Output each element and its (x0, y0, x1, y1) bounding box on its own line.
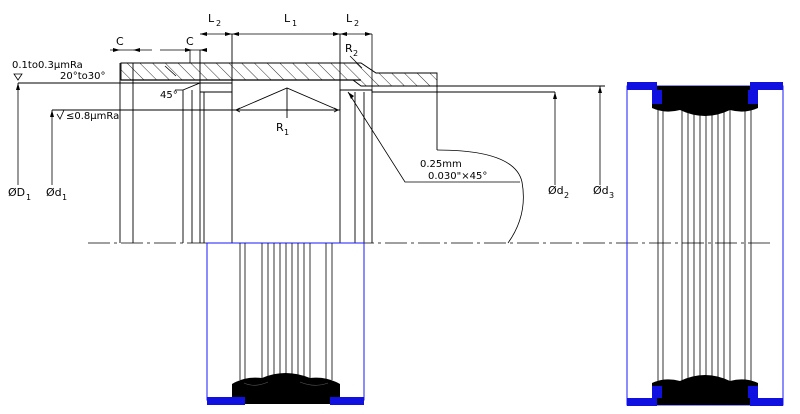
label-roughness-bottom: ≤0.8μmRa (66, 111, 119, 122)
lower-seal-assembly-left (206, 242, 365, 405)
seal-profile (234, 87, 340, 118)
label-dia-d3: Ød (593, 184, 609, 197)
label-l2-left: L (208, 12, 215, 25)
label-l2-right: L (346, 12, 353, 25)
dimension-lines (17, 33, 601, 244)
label-dia-d2: Ød (548, 184, 564, 197)
label-l2-left-sub: 2 (216, 19, 221, 28)
label-l2-right-sub: 2 (354, 19, 359, 28)
label-dia-d3-sub: 3 (609, 191, 614, 200)
label-c-right: C (186, 35, 194, 48)
label-c-left: C (116, 35, 124, 48)
label-dia-d1-sub: 1 (62, 193, 67, 202)
label-dia-D1-sub: 1 (26, 193, 31, 202)
label-r1-sub: 1 (284, 128, 289, 137)
label-dia-d2-sub: 2 (564, 191, 569, 200)
label-chamfer-angle: 45° (160, 90, 178, 101)
label-chamfer-note-1: 0.25mm (420, 159, 462, 170)
label-dia-d1: Ød (46, 186, 62, 199)
label-chamfer-note-2: 0.030"×45° (428, 171, 487, 182)
label-angle-range: 20°to30° (60, 71, 106, 82)
arrowheads (16, 32, 602, 117)
full-seal-right (626, 82, 784, 406)
groove-outline (18, 34, 605, 243)
label-r2: R (345, 42, 353, 55)
label-dia-D1: ØD (8, 186, 25, 199)
label-roughness-top: 0.1to0.3μmRa (12, 60, 83, 71)
text-labels: C C L 2 L 1 L 2 R 2 R 1 0.1to0.3μmRa 20°… (8, 12, 614, 202)
label-r1: R (276, 121, 284, 134)
label-l1: L (284, 12, 291, 25)
label-r2-sub: 2 (353, 49, 358, 58)
roughness-symbols (13, 73, 65, 120)
label-l1-sub: 1 (292, 19, 297, 28)
